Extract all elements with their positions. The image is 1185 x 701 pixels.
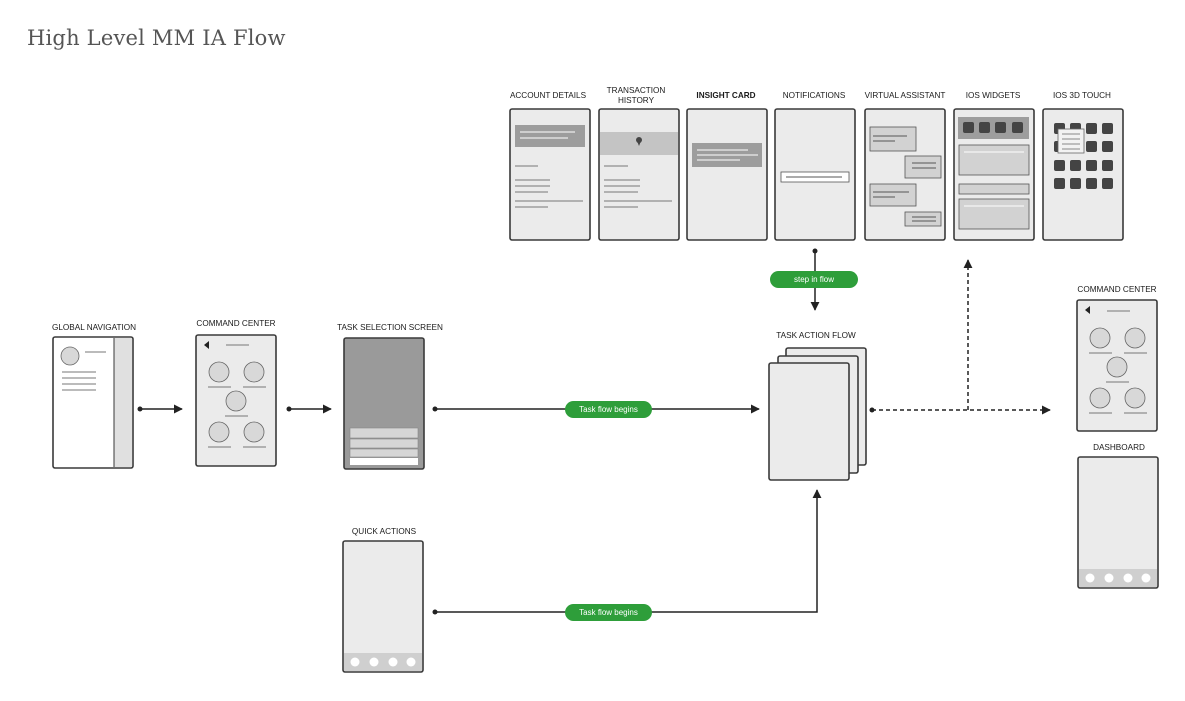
label-task-action-flow: TASK ACTION FLOW	[776, 331, 856, 340]
ios-widgets-screen	[953, 108, 1035, 241]
command-center-left-screen	[195, 334, 277, 467]
connector-globalnav-to-command	[137, 404, 183, 414]
insight-card-screen	[686, 108, 768, 241]
account-details-screen	[509, 108, 591, 241]
label-transaction-history: TRANSACTION HISTORY	[566, 86, 706, 106]
connector-command-to-taskselection	[286, 404, 332, 414]
label-insight-card: INSIGHT CARD	[696, 91, 756, 100]
label-quick-actions: QUICK ACTIONS	[351, 527, 417, 536]
pill-task-flow-begins-top: Task flow begins	[565, 401, 652, 418]
pill-task-flow-begins-bottom: Task flow begins	[565, 604, 652, 621]
connector-quickactions-to-taskflow	[432, 489, 822, 615]
label-transaction-history-line1: TRANSACTION	[606, 86, 666, 95]
notifications-screen	[774, 108, 856, 241]
label-ios-3d-touch: IOS 3D TOUCH	[1053, 91, 1111, 100]
pill-step-in-flow: step in flow	[770, 271, 858, 288]
label-notifications: NOTIFICATIONS	[782, 91, 846, 100]
task-selection-screen	[343, 337, 425, 470]
quick-actions-screen	[342, 540, 424, 673]
ios-3d-touch-screen	[1042, 108, 1124, 241]
label-ios-widgets: IOS WIDGETS	[965, 91, 1021, 100]
label-command-center-right: COMMAND CENTER	[1077, 285, 1157, 294]
label-command-center-left: COMMAND CENTER	[196, 319, 276, 328]
task-action-flow-stack	[768, 347, 867, 481]
label-global-navigation: GLOBAL NAVIGATION	[51, 323, 136, 332]
label-transaction-history-line2: HISTORY	[617, 96, 655, 105]
command-center-right-screen	[1076, 299, 1158, 432]
label-task-selection-screen: TASK SELECTION SCREEN	[337, 323, 443, 332]
label-virtual-assistant: VIRTUAL ASSISTANT	[864, 91, 946, 100]
global-navigation-screen	[52, 336, 134, 469]
dashboard-screen	[1077, 456, 1159, 589]
label-dashboard: DASHBOARD	[1093, 443, 1145, 452]
page-title: High Level MM IA Flow	[27, 26, 286, 50]
connector-taskflow-to-command-right	[869, 259, 1051, 415]
label-account-details: ACCOUNT DETAILS	[509, 91, 587, 100]
transaction-history-screen	[598, 108, 680, 241]
virtual-assistant-screen	[864, 108, 946, 241]
